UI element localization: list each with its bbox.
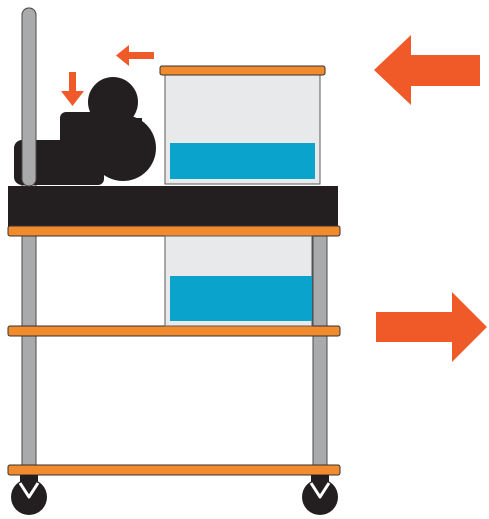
equipment-base-block [8,186,338,228]
upper-container-liquid [170,143,315,179]
middle-shelf [8,326,340,336]
right-pole-lower-left [22,230,36,484]
upper-container-lid [160,66,325,75]
right-pole [313,230,327,484]
arrow-right-icon [376,292,487,362]
upper-container [160,66,325,184]
bottom-shelf [8,465,340,475]
equipment-bridge [92,118,142,158]
left-wheel [11,475,47,515]
lower-container-liquid [170,276,312,321]
lower-container [165,236,312,326]
left-pole-front [22,8,36,186]
arrow-down-icon [61,72,84,106]
arrow-left-icon [116,45,154,66]
right-wheel [302,475,338,515]
arrow-left-icon [374,35,480,105]
top-shelf [8,226,340,236]
